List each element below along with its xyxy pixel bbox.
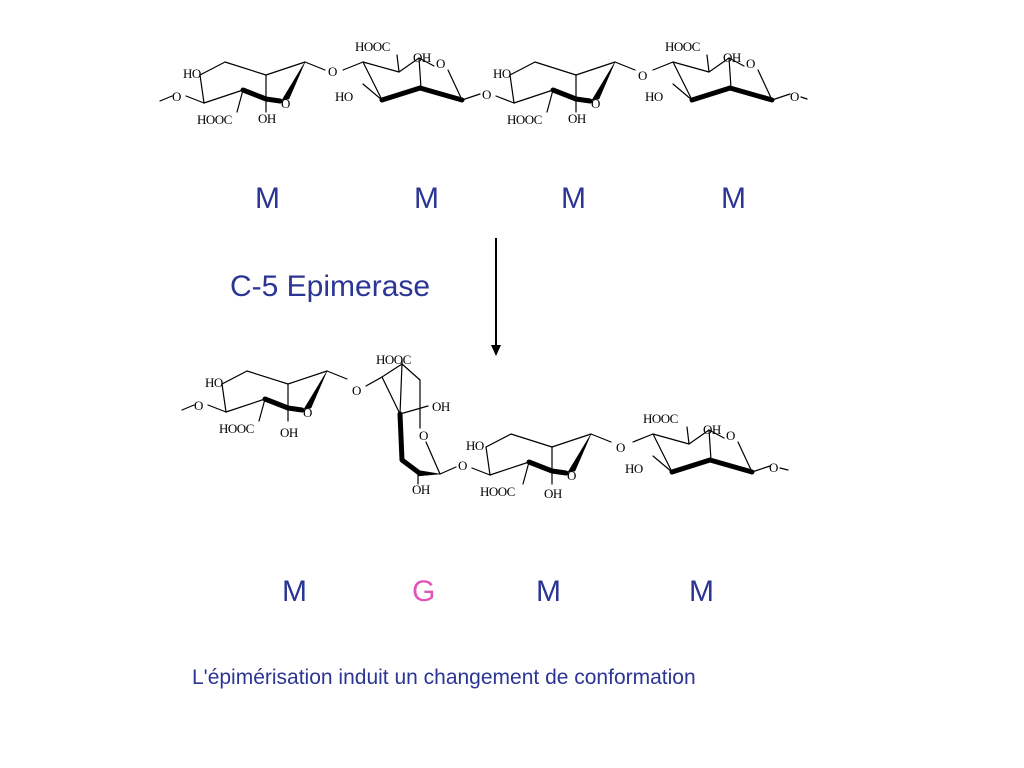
atom-label: O [419, 428, 428, 443]
atom-label: HO [183, 66, 201, 81]
atom-label: HOOC [665, 39, 700, 54]
atom-label: O [769, 460, 778, 475]
atom-label: OH [568, 111, 586, 126]
atom-label: O [281, 96, 290, 111]
atom-label: OH [544, 486, 562, 501]
atom-label: O [352, 383, 361, 398]
atom-label: O [194, 398, 203, 413]
atom-label: OH [723, 50, 741, 65]
atom-label: O [482, 87, 491, 102]
atom-label: HO [205, 375, 223, 390]
bottom-residue-3: M [536, 575, 561, 608]
atom-label: HOOC [480, 484, 515, 499]
atom-label: OH [432, 399, 450, 414]
atom-label: HO [625, 461, 643, 476]
top-residue-3: M [561, 182, 586, 215]
atom-label: HOOC [219, 421, 254, 436]
atom-label: O [726, 428, 735, 443]
guluronate-unit [365, 359, 457, 485]
atom-label: OH [703, 422, 721, 437]
bottom-residue-4: M [689, 575, 714, 608]
atom-label: OH [412, 482, 430, 497]
atom-label: O [458, 458, 467, 473]
atom-label: O [638, 68, 647, 83]
enzyme-label: C-5 Epimerase [230, 270, 431, 303]
atom-label: O [567, 468, 576, 483]
atom-label: O [436, 56, 445, 71]
atom-label: HO [493, 66, 511, 81]
caption: L'épimérisation induit un changement de … [192, 666, 696, 689]
atom-label: HOOC [197, 112, 232, 127]
atom-label: O [616, 440, 625, 455]
top-residue-2: M [414, 182, 439, 215]
bottom-residue-1: M [282, 575, 307, 608]
atom-label: OH [413, 50, 431, 65]
atom-label: O [746, 56, 755, 71]
top-residue-4: M [721, 182, 746, 215]
atom-label: HO [466, 438, 484, 453]
atom-label: HOOC [355, 39, 390, 54]
bottom-residue-2-guluronate: G [412, 575, 436, 608]
atom-label: O [172, 89, 181, 104]
atom-label: O [790, 89, 799, 104]
top-residue-1: M [255, 182, 280, 215]
atom-label: HO [335, 89, 353, 104]
atom-label: HOOC [643, 411, 678, 426]
atom-label: HOOC [507, 112, 542, 127]
atom-label: O [303, 405, 312, 420]
atom-label: OH [258, 111, 276, 126]
atom-label: HO [645, 89, 663, 104]
atom-label: OH [280, 425, 298, 440]
atom-label: O [328, 64, 337, 79]
atom-label: O [591, 96, 600, 111]
atom-label: HOOC [376, 352, 411, 367]
